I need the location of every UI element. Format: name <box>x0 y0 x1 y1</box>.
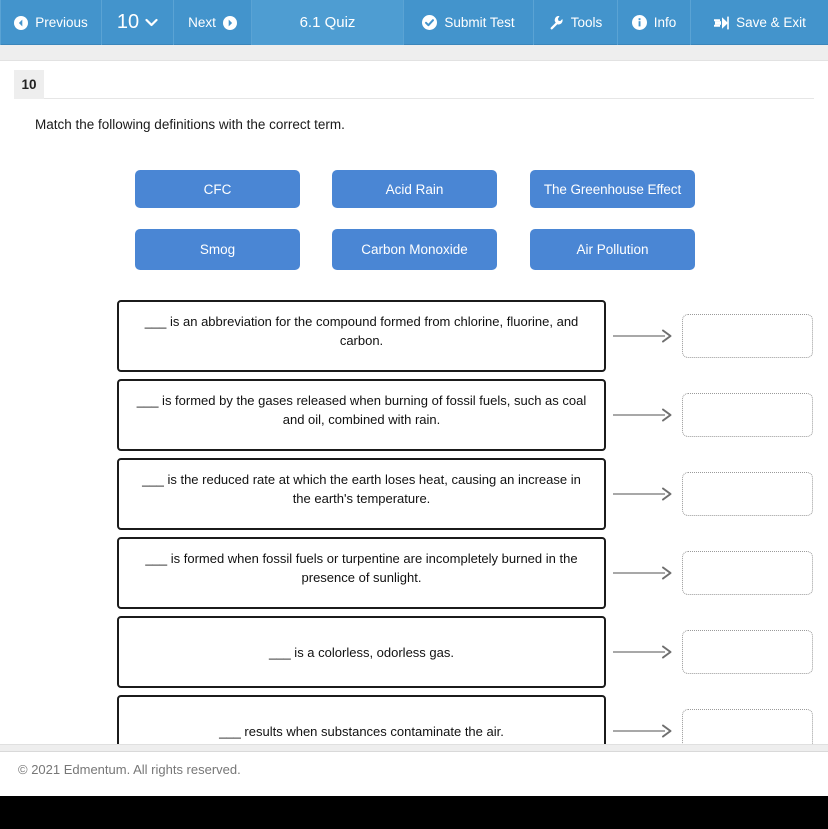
tools-label: Tools <box>570 15 603 30</box>
definition-box: ___ is formed by the gases released when… <box>117 379 606 451</box>
definition-box: ___ is a colorless, odorless gas. <box>117 616 606 688</box>
previous-button[interactable]: Previous <box>0 0 102 45</box>
copyright-text: © 2021 Edmentum. All rights reserved. <box>18 762 241 777</box>
footer-divider <box>0 744 828 752</box>
top-toolbar: Previous 10 Next 6.1 Quiz <box>0 0 828 45</box>
quiz-title: 6.1 Quiz <box>252 0 404 45</box>
term-tile-greenhouse-effect[interactable]: The Greenhouse Effect <box>530 170 695 208</box>
arrow-right-circle-icon <box>222 15 237 30</box>
bottom-black-bar <box>0 796 828 829</box>
term-tile-carbon-monoxide[interactable]: Carbon Monoxide <box>332 229 497 270</box>
definition-box: ___ is the reduced rate at which the ear… <box>117 458 606 530</box>
quiz-title-label: 6.1 Quiz <box>299 14 356 31</box>
term-tile-bank: CFC Acid Rain The Greenhouse Effect Smog… <box>135 170 695 291</box>
question-number-value: 10 <box>116 11 140 33</box>
match-row: ___ is formed by the gases released when… <box>117 379 817 458</box>
wrench-icon <box>549 15 564 30</box>
info-label: Info <box>653 15 677 30</box>
check-circle-icon <box>422 15 438 30</box>
match-arrow <box>606 537 682 609</box>
tools-button[interactable]: Tools <box>534 0 618 45</box>
answer-dropzone[interactable] <box>682 393 813 437</box>
info-circle-icon <box>631 15 647 30</box>
next-button[interactable]: Next <box>174 0 252 45</box>
question-number-dropdown[interactable]: 10 <box>102 0 174 45</box>
question-header-rule <box>44 98 814 99</box>
toolbar-underband <box>0 45 828 61</box>
match-arrow <box>606 300 682 372</box>
match-row: ___ is formed when fossil fuels or turpe… <box>117 537 817 616</box>
answer-dropzone[interactable] <box>682 314 813 358</box>
answer-dropzone[interactable] <box>682 472 813 516</box>
match-row: ___ is an abbreviation for the compound … <box>117 300 817 379</box>
answer-dropzone[interactable] <box>682 630 813 674</box>
match-row: ___ is the reduced rate at which the ear… <box>117 458 817 537</box>
term-tile-acid-rain[interactable]: Acid Rain <box>332 170 497 208</box>
footer: © 2021 Edmentum. All rights reserved. <box>0 752 828 796</box>
save-and-exit-button[interactable]: Save & Exit <box>691 0 828 45</box>
term-tile-smog[interactable]: Smog <box>135 229 300 270</box>
previous-label: Previous <box>35 15 88 30</box>
question-prompt: Match the following definitions with the… <box>35 117 345 132</box>
term-tile-row: Smog Carbon Monoxide Air Pollution <box>135 229 695 270</box>
match-arrow <box>606 458 682 530</box>
term-tile-row: CFC Acid Rain The Greenhouse Effect <box>135 170 695 208</box>
submit-test-button[interactable]: Submit Test <box>404 0 534 45</box>
match-arrow <box>606 379 682 451</box>
match-row: ___ is a colorless, odorless gas. <box>117 616 817 695</box>
answer-dropzone[interactable] <box>682 551 813 595</box>
chevron-down-icon <box>145 18 158 27</box>
next-label: Next <box>188 15 216 30</box>
term-tile-air-pollution[interactable]: Air Pollution <box>530 229 695 270</box>
term-tile-cfc[interactable]: CFC <box>135 170 300 208</box>
question-header: 10 <box>14 70 814 99</box>
match-arrow <box>606 695 682 767</box>
definition-box: ___ is an abbreviation for the compound … <box>117 300 606 372</box>
definition-box: ___ is formed when fossil fuels or turpe… <box>117 537 606 609</box>
exit-arrow-icon <box>713 16 729 30</box>
submit-test-label: Submit Test <box>444 15 515 30</box>
save-and-exit-label: Save & Exit <box>736 15 806 30</box>
match-arrow <box>606 616 682 688</box>
info-button[interactable]: Info <box>618 0 691 45</box>
question-number-badge: 10 <box>14 70 44 99</box>
arrow-left-circle-icon <box>14 15 29 30</box>
match-row-list: ___ is an abbreviation for the compound … <box>117 300 817 774</box>
